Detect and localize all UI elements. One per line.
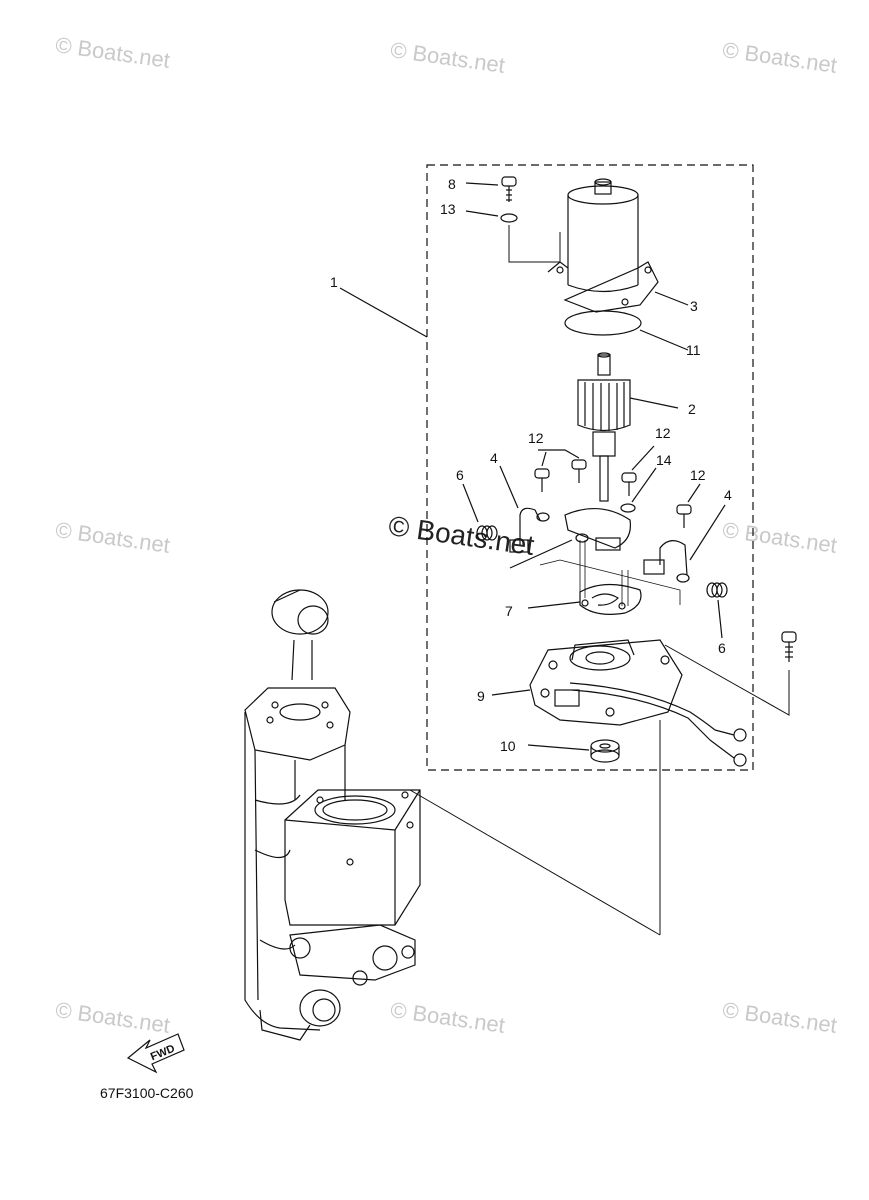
armature-part [577,352,631,502]
callout-7: 7 [505,603,513,619]
callout-11: 11 [686,342,701,358]
motor-base-part [529,639,747,767]
callout-12-center: 12 [655,425,671,441]
callout-12-left: 12 [528,430,544,446]
screw-12-right-part [676,504,692,528]
leader-1 [339,287,428,338]
spring-left-part [476,525,498,541]
brush-holder-part [564,507,632,551]
callout-13: 13 [440,201,456,217]
plate-7-part [579,583,642,615]
callout-2: 2 [688,401,696,417]
callout-8: 8 [448,176,456,192]
motor-housing-part [547,178,659,313]
screw-12-center-part [621,472,637,496]
callout-10: 10 [500,738,516,754]
fwd-arrow-icon [126,1033,185,1074]
screw-12-mid-part [571,459,587,483]
trim-cylinder-assembly [244,589,421,1041]
screw-12-left-part [534,468,550,492]
callout-12-right: 12 [690,467,706,483]
brush-right-part [643,540,690,583]
callout-3: 3 [690,298,698,314]
callout-1: 1 [330,274,338,290]
callout-14: 14 [656,452,672,468]
callout-4-right: 4 [724,487,732,503]
callout-6-right: 6 [718,640,726,656]
callout-6-left: 6 [456,467,464,483]
callout-4-left: 4 [490,450,498,466]
washer-14-part [620,503,636,513]
outer-screw-part [781,631,797,662]
fwd-label: FWD [149,1043,177,1064]
o-ring-part [564,310,642,336]
spacer-10-part [590,739,620,763]
spring-right-part [706,582,728,598]
callout-labels: 1 2 3 8 13 11 12 12 12 14 4 4 6 6 7 9 10… [149,176,732,1063]
assembly-dashed-frame [426,164,754,771]
washer-13-part [500,213,518,223]
diagram-code: 67F3100-C260 [100,1085,194,1101]
screw-8-part [501,176,517,202]
brush-left-part [509,507,550,553]
callout-9: 9 [477,688,485,704]
